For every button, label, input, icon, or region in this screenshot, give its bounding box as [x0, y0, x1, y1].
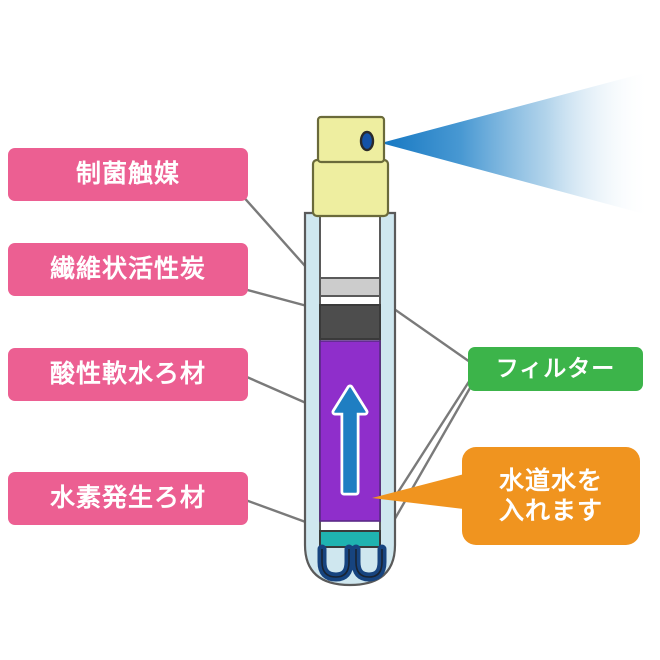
label-filter[interactable]: フィルター — [468, 347, 643, 391]
light-gray-layer — [319, 277, 381, 297]
label-acidic-soft-water-media[interactable]: 酸性軟水ろ材 — [8, 348, 248, 401]
label-tap-water-instruction[interactable]: 水道水を 入れます — [462, 447, 640, 545]
nozzle-hole-icon — [359, 130, 375, 152]
teal-layer — [319, 530, 381, 548]
label-tap-water-line-2: 入れます — [498, 496, 603, 525]
dark-gray-layer — [319, 304, 381, 340]
spray-cone-icon — [381, 72, 648, 215]
label-filter-text: フィルター — [495, 355, 616, 382]
label-hydrogen-generating-media[interactable]: 水素発生ろ材 — [8, 472, 248, 525]
label-fibrous-activated-carbon-text: 繊維状活性炭 — [49, 254, 206, 284]
label-acidic-soft-water-media-text: 酸性軟水ろ材 — [49, 359, 206, 389]
leader-line-filter-lower-b — [379, 380, 476, 544]
flow-arrow-icon — [331, 384, 369, 496]
label-antibacterial-catalyst-text: 制菌触媒 — [75, 159, 180, 189]
orange-callout-tail — [372, 472, 472, 510]
label-antibacterial-catalyst[interactable]: 制菌触媒 — [8, 148, 248, 201]
label-hydrogen-generating-media-text: 水素発生ろ材 — [49, 483, 206, 513]
intake-tube-outlines — [321, 549, 383, 578]
label-tap-water-line-1: 水道水を — [498, 465, 603, 495]
label-fibrous-activated-carbon[interactable]: 繊維状活性炭 — [8, 243, 248, 296]
spray-collar — [311, 158, 390, 218]
